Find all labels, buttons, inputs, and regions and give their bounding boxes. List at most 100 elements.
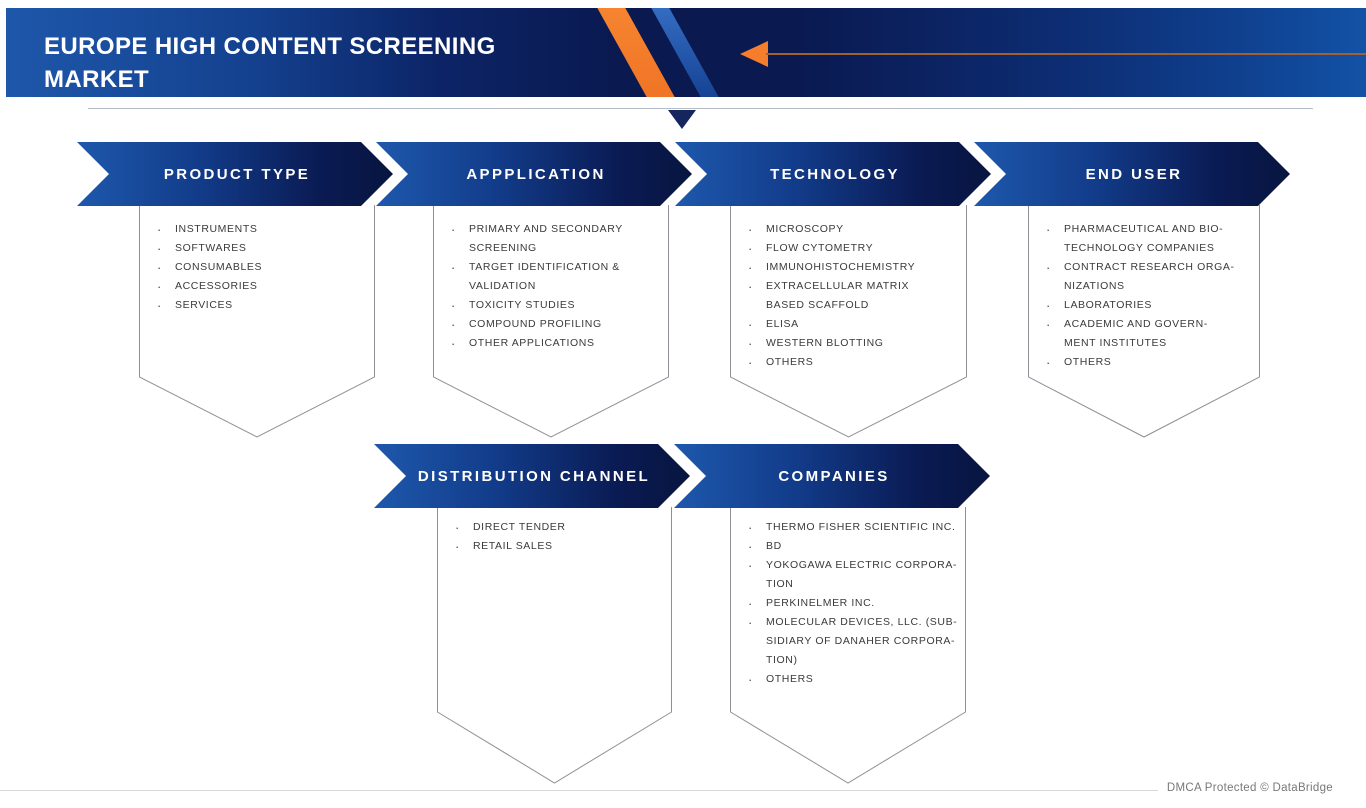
bullet-icon: ·: [748, 539, 753, 554]
bullet-icon: ·: [748, 260, 753, 275]
list-item: · OTHERS: [748, 670, 962, 689]
list-item: · BD: [748, 537, 962, 556]
list-item-label: OTHERS: [766, 356, 814, 368]
bullet-icon: ·: [1046, 260, 1051, 275]
list-item: ·YOKOGAWA ELECTRIC CORPORA- TION: [748, 556, 962, 594]
segment-item-list: ·DIRECT TENDER · RETAIL SALES: [455, 518, 667, 556]
segment-pocket-outline: [730, 205, 967, 438]
list-item-label: BD: [766, 540, 782, 552]
segment-pocket-outline: [139, 205, 375, 438]
segment-title: APPPLICATION: [466, 165, 606, 183]
list-item-label: YOKOGAWA ELECTRIC CORPORA- TION: [766, 559, 958, 590]
segment-title: DISTRIBUTION CHANNEL: [417, 467, 651, 485]
list-item: ·COMPOUND PROFILING: [451, 315, 665, 334]
bullet-icon: ·: [748, 520, 753, 535]
segment-product-type: PRODUCT TYPE · INSTRUMENTS · SOFTWARES · CONS…: [77, 142, 397, 542]
list-item: ·TARGET IDENTIFICATION & VALIDATION: [451, 258, 665, 296]
list-item: · CONTRACT RESEARCH ORGA- NIZATIONS: [1046, 258, 1256, 296]
list-item: · PRIMARY AND SECONDARY SCREENING: [451, 220, 665, 258]
list-item: · SOFTWARES: [157, 239, 369, 258]
bullet-icon: ·: [455, 539, 460, 554]
list-item: · OTHERS: [748, 353, 963, 372]
segment-title: TECHNOLOGY: [770, 165, 900, 183]
list-item-label: ELISA: [766, 318, 799, 330]
list-item-label: DIRECT TENDER: [473, 521, 566, 533]
bullet-icon: ·: [748, 336, 753, 351]
segment-banner: TECHNOLOGY: [675, 142, 991, 206]
list-item: ·TOXICITY STUDIES: [451, 296, 665, 315]
list-item-label: RETAIL SALES: [473, 540, 553, 552]
list-item-label: IMMUNOHISTOCHEMISTRY: [766, 261, 916, 273]
bullet-icon: ·: [451, 317, 456, 332]
bullet-icon: ·: [748, 596, 753, 611]
arrow-line: [766, 53, 1366, 55]
segment-pocket-outline: [730, 507, 966, 784]
segment-banner: PRODUCT TYPE: [77, 142, 393, 206]
segment-item-list: ·MICROSCOPY·FLOW CYTOMETRY·IMMUNOHISTOCH…: [748, 220, 963, 372]
segment-application: APPPLICATION · PRIMARY AND SECONDARY SCRE…: [376, 142, 696, 542]
list-item-label: ACADEMIC AND GOVERN- MENT INSTITUTES: [1064, 318, 1208, 349]
list-item-label: SERVICES: [175, 299, 233, 311]
segment-banner: APPPLICATION: [376, 142, 692, 206]
page-title-line2: MARKET: [44, 66, 150, 93]
list-item: · PERKINELMER INC.: [748, 594, 962, 613]
segment-technology: TECHNOLOGY ·MICROSCOPY·FLOW CYTOMETRY·IM…: [675, 142, 995, 542]
list-item: ·OTHERS: [1046, 353, 1256, 372]
segment-banner: END USER: [974, 142, 1290, 206]
segment-title: PRODUCT TYPE: [163, 165, 311, 183]
list-item-label: PRIMARY AND SECONDARY SCREENING: [469, 223, 623, 254]
segment-pocket-outline: [437, 507, 672, 784]
list-item-label: INSTRUMENTS: [175, 223, 258, 235]
list-item: · SERVICES: [157, 296, 369, 315]
bullet-icon: ·: [748, 317, 753, 332]
list-item-label: SOFTWARES: [175, 242, 247, 254]
list-item-label: FLOW CYTOMETRY: [766, 242, 874, 254]
list-item-label: PERKINELMER INC.: [766, 597, 875, 609]
bullet-icon: ·: [748, 355, 753, 370]
bullet-icon: ·: [157, 222, 162, 237]
list-item: · INSTRUMENTS: [157, 220, 369, 239]
left-arrow-icon: [740, 41, 768, 67]
bullet-icon: ·: [1046, 317, 1051, 332]
list-item-label: THERMO FISHER SCIENTIFIC INC.: [766, 521, 956, 533]
down-arrow-icon: [668, 110, 696, 129]
bullet-icon: ·: [157, 298, 162, 313]
bullet-icon: ·: [451, 298, 456, 313]
header-divider-line: [88, 108, 1313, 109]
list-item: · THERMO FISHER SCIENTIFIC INC.: [748, 518, 962, 537]
list-item: · ACADEMIC AND GOVERN- MENT INSTITUTES: [1046, 315, 1256, 353]
segment-item-list: ·INSTRUMENTS·SOFTWARES·CONSUMABLES·ACCES…: [157, 220, 369, 315]
dmca-notice: DMCA Protected © DataBridge: [1166, 782, 1333, 794]
list-item-label: MOLECULAR DEVICES, LLC. (SUB- SIDIARY OF…: [766, 616, 958, 666]
segment-pocket-outline: [433, 205, 669, 438]
bullet-icon: ·: [157, 260, 162, 275]
segment-title: END USER: [1085, 165, 1183, 183]
list-item: ·FLOW CYTOMETRY: [748, 239, 963, 258]
bullet-icon: ·: [451, 336, 456, 351]
list-item-label: CONTRACT RESEARCH ORGA- NIZATIONS: [1064, 261, 1235, 292]
segment-pocket-outline: [1028, 205, 1260, 438]
footer-divider-line: [0, 790, 1158, 791]
segment-item-list: ·PRIMARY AND SECONDARY SCREENING·TARGET …: [451, 220, 665, 353]
page-title: EUROPE HIGH CONTENT SCREENING MARKET: [44, 30, 496, 96]
list-item-label: OTHERS: [766, 673, 814, 685]
bullet-icon: ·: [157, 279, 162, 294]
segment-end-user: END USER ·PHARMACEUTICAL AND BIO- TECHNO…: [974, 142, 1294, 542]
bullet-icon: ·: [1046, 222, 1051, 237]
segment-title: COMPANIES: [778, 467, 890, 485]
bullet-icon: ·: [451, 222, 456, 237]
list-item: ·MOLECULAR DEVICES, LLC. (SUB- SIDIARY O…: [748, 613, 962, 670]
segment-banner: COMPANIES: [674, 444, 990, 508]
list-item-label: OTHER APPLICATIONS: [469, 337, 595, 349]
list-item: ·DIRECT TENDER: [455, 518, 667, 537]
list-item-label: WESTERN BLOTTING: [766, 337, 884, 349]
list-item: · OTHER APPLICATIONS: [451, 334, 665, 353]
list-item-label: EXTRACELLULAR MATRIX BASED SCAFFOLD: [766, 280, 910, 311]
bullet-icon: ·: [157, 241, 162, 256]
segment-distribution-channel: DISTRIBUTION CHANNEL ·DIRECT TENDER · RETA…: [374, 444, 694, 808]
bullet-icon: ·: [748, 672, 753, 687]
list-item-label: CONSUMABLES: [175, 261, 263, 273]
list-item-label: TARGET IDENTIFICATION & VALIDATION: [469, 261, 620, 292]
list-item-label: MICROSCOPY: [766, 223, 844, 235]
